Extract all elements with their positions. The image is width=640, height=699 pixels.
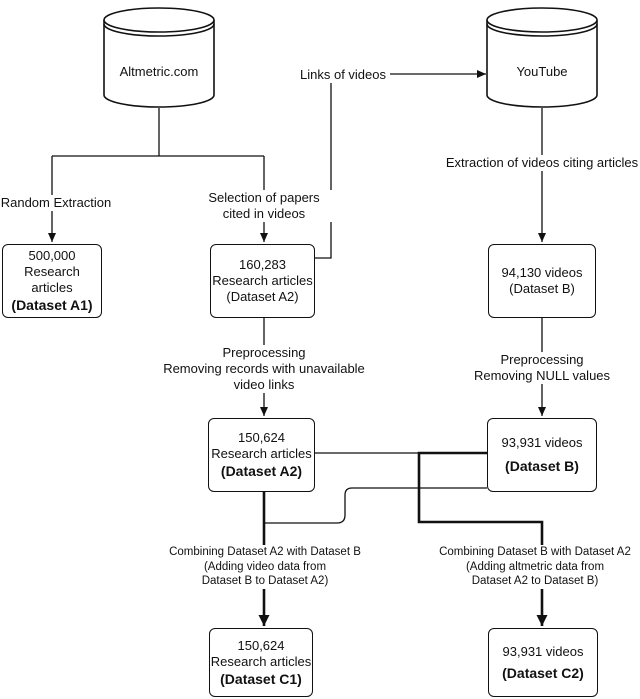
dataset-b-clean-title: (Dataset B) [505, 458, 579, 474]
dataset-a2-clean-count: 150,624 [238, 430, 285, 445]
dataset-b-initial-title: (Dataset B) [509, 281, 575, 296]
selection-label: Selection of papers cited in videos [193, 190, 335, 222]
dataset-b-initial-box: 94,130 videos (Dataset B) [488, 244, 596, 318]
dataset-a1-title: (Dataset A1) [11, 297, 93, 313]
combine-b-label: Combining Dataset B with Dataset A2 (Add… [430, 545, 640, 589]
dataset-a2-initial-count: 160,283 [239, 257, 286, 272]
dataset-a1-count: 500,000 [28, 248, 76, 263]
extraction-label: Extraction of videos citing articles [443, 155, 640, 171]
dataset-a2-initial-box: 160,283 Research articles (Dataset A2) [210, 244, 315, 318]
preprocess-b-line1: Preprocessing [500, 352, 584, 367]
dataset-a1-type: Research articles [24, 264, 80, 295]
dataset-a1-box: 500,000 Research articles (Dataset A1) [2, 244, 102, 318]
links-line [313, 74, 332, 259]
preprocess-a2-line3: video links [233, 377, 295, 392]
combine-a2-line2: (Adding video data from [203, 560, 327, 573]
youtube-database-label: YouTube [516, 64, 568, 79]
dataset-b-clean-count: 93,931 videos [501, 435, 583, 450]
preprocess-a2-line2: Removing records with unavailable [163, 361, 365, 376]
preprocess-a2-line1: Preprocessing [222, 345, 306, 360]
combine-a2-line3: Dataset B to Dataset A2) [201, 575, 329, 587]
preprocess-b-label: Preprocessing Removing NULL values [466, 352, 618, 384]
preprocess-b-line2: Removing NULL values [473, 368, 611, 383]
dataset-a2-clean-box: 150,624 Research articles (Dataset A2) [208, 418, 315, 492]
combine-b-line2: (Adding altmetric data from [465, 560, 605, 573]
dataset-a2-initial-title: (Dataset A2) [226, 289, 299, 304]
dataset-c2-title: (Dataset C2) [502, 664, 584, 681]
preprocess-a2-label: Preprocessing Removing records with unav… [158, 345, 370, 393]
combine-b-line3: Dataset A2 to Dataset B) [471, 575, 599, 587]
dataset-b-initial-count: 94,130 videos [501, 265, 583, 280]
dataset-c1-title: (Dataset C1) [220, 670, 302, 687]
dataset-c1-box: 150,624 Research articles (Dataset C1) [209, 628, 313, 697]
dataset-c1-type: Research articles [210, 653, 312, 669]
youtube-database-icon [486, 7, 598, 108]
thin-link-b-to-a2 [264, 487, 487, 524]
dataset-a2-initial-type: Research articles [212, 273, 313, 288]
links-of-videos-label: Links of videos [296, 67, 390, 83]
selection-label-line2: cited in videos [222, 206, 306, 221]
selection-label-line1: Selection of papers [208, 190, 320, 205]
dataset-a2-clean-title: (Dataset A2) [220, 463, 303, 479]
altmetric-database-icon [103, 7, 215, 108]
dataset-c2-count: 93,931 videos [502, 643, 584, 659]
dataset-a2-clean-type: Research articles [211, 446, 312, 461]
combine-a2-label: Combining Dataset A2 with Dataset B (Add… [160, 545, 370, 589]
dataset-b-clean-box: 93,931 videos (Dataset B) [487, 418, 597, 492]
combine-b-line1: Combining Dataset B with Dataset A2 [439, 546, 631, 558]
dataset-c1-count: 150,624 [237, 637, 285, 653]
dataset-c2-box: 93,931 videos (Dataset C2) [488, 628, 598, 697]
altmetric-database-label: Altmetric.com [119, 64, 199, 79]
combine-a2-line1: Combining Dataset A2 with Dataset B [169, 546, 361, 558]
random-extraction-label: Random Extraction [0, 195, 112, 211]
